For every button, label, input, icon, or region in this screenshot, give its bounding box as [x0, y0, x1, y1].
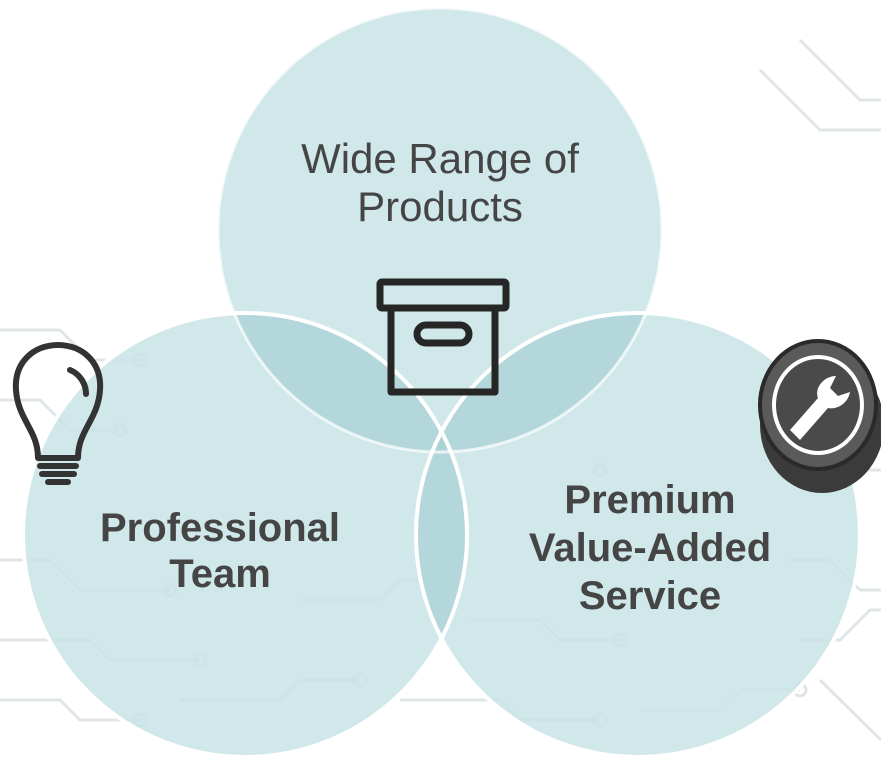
label-wide-range-of-products: Wide Range of Products [250, 135, 630, 232]
label-top-line-1: Wide Range of [301, 135, 579, 182]
label-right-line-3: Service [578, 574, 722, 618]
label-professional-team: Professional Team [40, 505, 400, 597]
venn-circles [21, 6, 862, 759]
label-right-line-1: Premium [564, 478, 736, 522]
wrench-icon [758, 339, 881, 493]
overlap-top-left [218, 313, 467, 452]
archive-box-icon [376, 278, 510, 396]
label-top-line-2: Products [357, 183, 523, 231]
overlap-top-right [416, 313, 662, 452]
label-premium-value-added-service: Premium Value-Added Service [470, 476, 830, 620]
light-bulb-icon [12, 342, 104, 485]
label-left-line-2: Team [169, 552, 271, 596]
label-left-line-1: Professional [99, 506, 341, 550]
label-right-line-2: Value-Added [528, 526, 772, 570]
